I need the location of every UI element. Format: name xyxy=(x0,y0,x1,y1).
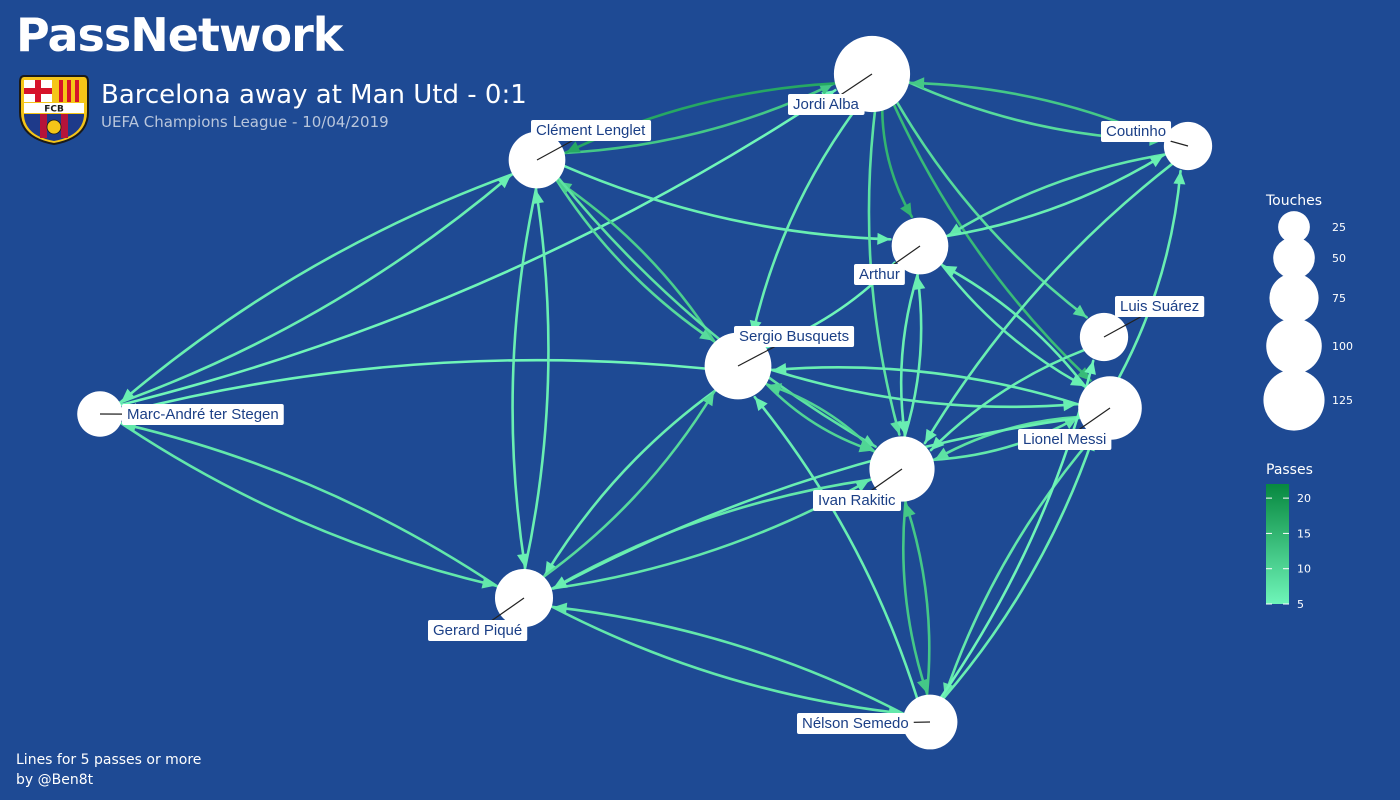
player-label-messi: Lionel Messi xyxy=(1018,429,1112,450)
player-name: Ivan Rakitic xyxy=(818,492,896,509)
player-name: Nélson Semedo xyxy=(802,715,909,732)
passes-tick-label: 5 xyxy=(1297,598,1304,611)
pass-edge-gk-to-pique xyxy=(119,421,497,589)
player-label-gk: Marc-André ter Stegen xyxy=(122,404,284,425)
player-label-suarez: Luis Suárez xyxy=(1115,296,1205,317)
crest-text: FCB xyxy=(44,105,64,115)
match-title: Barcelona away at Man Utd - 0:1 xyxy=(101,80,527,110)
pass-edge-semedo-to-pique xyxy=(552,602,906,716)
player-name: Gerard Piqué xyxy=(433,622,522,639)
player-label-busquets: Sergio Busquets xyxy=(734,326,855,347)
pass-edge-busquets-to-messi xyxy=(769,368,1078,412)
pass-edge-semedo-to-rakitic xyxy=(904,502,931,697)
player-labels: Marc-André ter Stegen Clément LengletGera… xyxy=(99,73,1205,734)
pass-edge-gk-to-lenglet xyxy=(118,173,513,404)
pass-edge-busquets-to-pique xyxy=(543,389,717,577)
pass-edge-pique-to-gk xyxy=(121,420,499,588)
pass-edge-messi-to-pique xyxy=(552,416,1082,590)
pass-edges xyxy=(118,77,1186,718)
pass-edge-coutinho-to-rakitic xyxy=(923,162,1174,445)
pass-edge-arthur-to-rakitic xyxy=(897,272,920,436)
touches-legend-label: 50 xyxy=(1332,252,1346,265)
pass-edge-rakitic-to-busquets xyxy=(766,383,876,453)
pass-edge-rakitic-to-arthur xyxy=(903,274,926,438)
pass-edge-messi-to-arthur xyxy=(941,264,1088,389)
footer-credit: by @Ben8t xyxy=(16,772,94,788)
brand-title: PassNetwork xyxy=(16,8,343,62)
pass-edge-alba-to-suarez xyxy=(895,101,1088,319)
touches-legend-circle-25 xyxy=(1278,211,1310,243)
pass-edge-pique-to-lenglet xyxy=(523,189,550,571)
touches-legend-label: 25 xyxy=(1332,221,1346,234)
pass-edge-arthur-to-coutinho xyxy=(945,153,1165,238)
player-name: Luis Suárez xyxy=(1120,298,1199,315)
player-name: Coutinho xyxy=(1106,123,1166,140)
player-label-semedo: Nélson Semedo xyxy=(797,713,914,734)
passes-legend-title: Passes xyxy=(1266,462,1313,478)
pass-edge-busquets-to-rakitic xyxy=(764,382,874,453)
pass-edge-arthur-to-messi xyxy=(940,263,1086,388)
touches-legend-circle-50 xyxy=(1273,237,1315,279)
pass-edge-pique-to-busquets xyxy=(542,390,716,578)
player-name: Arthur xyxy=(859,266,900,283)
pass-edge-lenglet-to-pique xyxy=(511,187,538,569)
player-label-alba: Jordi Alba xyxy=(788,94,865,115)
pass-edge-rakitic-to-semedo xyxy=(902,500,929,695)
passes-colorbar xyxy=(1266,484,1289,604)
player-label-pique: Gerard Piqué xyxy=(428,620,528,641)
player-label-lenglet: Clément Lenglet xyxy=(531,120,652,141)
passes-tick-label: 10 xyxy=(1297,563,1311,576)
player-label-coutinho: Coutinho xyxy=(1101,121,1172,142)
player-name: Sergio Busquets xyxy=(739,328,849,345)
player-name: Lionel Messi xyxy=(1023,431,1106,448)
touches-legend-label: 100 xyxy=(1332,340,1353,353)
touches-legend-label: 125 xyxy=(1332,394,1353,407)
passes-tick-label: 15 xyxy=(1297,527,1311,540)
touches-legend-circle-125 xyxy=(1263,369,1325,431)
pass-edge-lenglet-to-busquets xyxy=(555,178,715,342)
pass-edge-lenglet-to-gk xyxy=(120,172,514,403)
player-label-arthur: Arthur xyxy=(854,264,905,285)
player-label-rakitic: Ivan Rakitic xyxy=(813,490,902,511)
pass-edge-pique-to-semedo xyxy=(550,605,904,718)
pass-edge-alba-to-messi xyxy=(892,103,1092,382)
pass-edge-coutinho-to-arthur xyxy=(947,153,1167,237)
touches-legend-circle-75 xyxy=(1269,273,1319,323)
passes-tick-label: 20 xyxy=(1297,492,1311,505)
pass-edge-messi-to-coutinho xyxy=(1117,169,1186,379)
pass-edge-alba-to-arthur xyxy=(880,109,914,219)
touches-legend: Touches 25 50 75 100 125 xyxy=(1263,193,1353,431)
passes-legend: Passes 5 10 15 20 xyxy=(1266,462,1313,611)
match-subtitle: UEFA Champions League - 10/04/2019 xyxy=(101,113,389,131)
pass-edge-semedo-to-busquets xyxy=(753,395,919,700)
touches-legend-label: 75 xyxy=(1332,292,1346,305)
barcelona-crest-icon: FCB xyxy=(19,75,89,146)
touches-legend-circle-100 xyxy=(1266,318,1322,374)
touches-legend-title: Touches xyxy=(1265,193,1322,209)
pass-edge-messi-to-busquets xyxy=(771,362,1080,406)
player-name: Jordi Alba xyxy=(793,96,860,113)
footer-note: Lines for 5 passes or more xyxy=(16,752,202,768)
player-name: Clément Lenglet xyxy=(536,122,646,139)
pass-edge-messi-to-semedo xyxy=(943,434,1096,698)
player-name: Marc-André ter Stegen xyxy=(127,406,279,423)
pass-edge-lenglet-to-arthur xyxy=(563,164,892,245)
pass-edge-alba-to-busquets xyxy=(749,107,858,336)
